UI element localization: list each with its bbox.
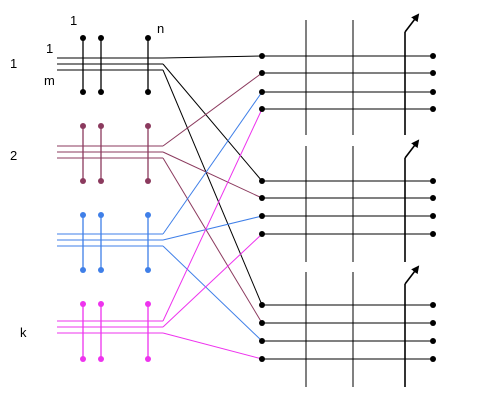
node-dot-icon — [145, 301, 151, 307]
arrow-up-right-icon — [404, 13, 420, 33]
node-dot-icon — [98, 301, 104, 307]
connection-line — [162, 245, 263, 342]
node-dot-icon — [259, 53, 265, 59]
arrow-up-right-icon — [404, 139, 420, 159]
input-groups — [57, 35, 163, 362]
label-column-n: n — [157, 21, 164, 36]
node-dot-icon — [145, 89, 151, 95]
node-dot-icon — [430, 231, 436, 237]
label-line-1: 1 — [46, 41, 53, 56]
connection-line — [162, 215, 263, 241]
label-group-k: k — [20, 325, 27, 340]
node-dot-icon — [98, 35, 104, 41]
node-dot-icon — [430, 178, 436, 184]
node-dot-icon — [259, 302, 265, 308]
node-dot-icon — [430, 302, 436, 308]
node-dot-icon — [259, 89, 265, 95]
input-group-2 — [57, 123, 163, 184]
node-dot-icon — [80, 123, 86, 129]
connection-line — [162, 91, 263, 235]
input-group-4 — [57, 301, 163, 362]
node-dot-icon — [259, 70, 265, 76]
node-dot-icon — [98, 212, 104, 218]
node-dot-icon — [259, 231, 265, 237]
label-group-1: 1 — [10, 56, 17, 71]
node-dot-icon — [98, 123, 104, 129]
connection-line — [162, 69, 263, 306]
node-dot-icon — [430, 106, 436, 112]
node-dot-icon — [430, 338, 436, 344]
input-group-1 — [57, 35, 163, 95]
label-group-2: 2 — [10, 148, 17, 163]
connection-line — [162, 63, 263, 182]
output-block-1 — [259, 13, 436, 135]
node-dot-icon — [430, 213, 436, 219]
node-dot-icon — [98, 178, 104, 184]
output-block-2 — [259, 139, 436, 262]
label-column-1: 1 — [70, 13, 77, 28]
node-dot-icon — [80, 89, 86, 95]
connection-line — [162, 157, 263, 324]
node-dot-icon — [430, 53, 436, 59]
node-dot-icon — [430, 70, 436, 76]
node-dot-icon — [259, 178, 265, 184]
connection-line — [162, 55, 263, 59]
node-dot-icon — [259, 195, 265, 201]
connection-line — [162, 72, 263, 147]
node-dot-icon — [80, 212, 86, 218]
connection-line — [162, 233, 263, 328]
node-dot-icon — [430, 356, 436, 362]
node-dot-icon — [145, 356, 151, 362]
node-dot-icon — [259, 338, 265, 344]
node-dot-icon — [259, 106, 265, 112]
connection-line — [162, 151, 263, 199]
node-dot-icon — [145, 267, 151, 273]
connection-line — [162, 108, 263, 322]
node-dot-icon — [98, 267, 104, 273]
node-dot-icon — [80, 178, 86, 184]
node-dot-icon — [80, 267, 86, 273]
node-dot-icon — [80, 35, 86, 41]
connection-line — [162, 332, 263, 360]
node-dot-icon — [98, 89, 104, 95]
node-dot-icon — [80, 356, 86, 362]
node-dot-icon — [430, 320, 436, 326]
node-dot-icon — [259, 320, 265, 326]
crossing-connections — [162, 55, 263, 360]
node-dot-icon — [430, 89, 436, 95]
node-dot-icon — [259, 213, 265, 219]
node-dot-icon — [145, 212, 151, 218]
node-dot-icon — [98, 356, 104, 362]
output-block-3 — [259, 265, 436, 387]
node-dot-icon — [259, 356, 265, 362]
label-line-m: m — [44, 73, 55, 88]
input-group-3 — [57, 212, 163, 273]
node-dot-icon — [145, 123, 151, 129]
node-dot-icon — [80, 301, 86, 307]
output-blocks — [259, 13, 436, 387]
node-dot-icon — [145, 178, 151, 184]
node-dot-icon — [145, 35, 151, 41]
arrow-up-right-icon — [404, 265, 420, 285]
node-dot-icon — [430, 195, 436, 201]
